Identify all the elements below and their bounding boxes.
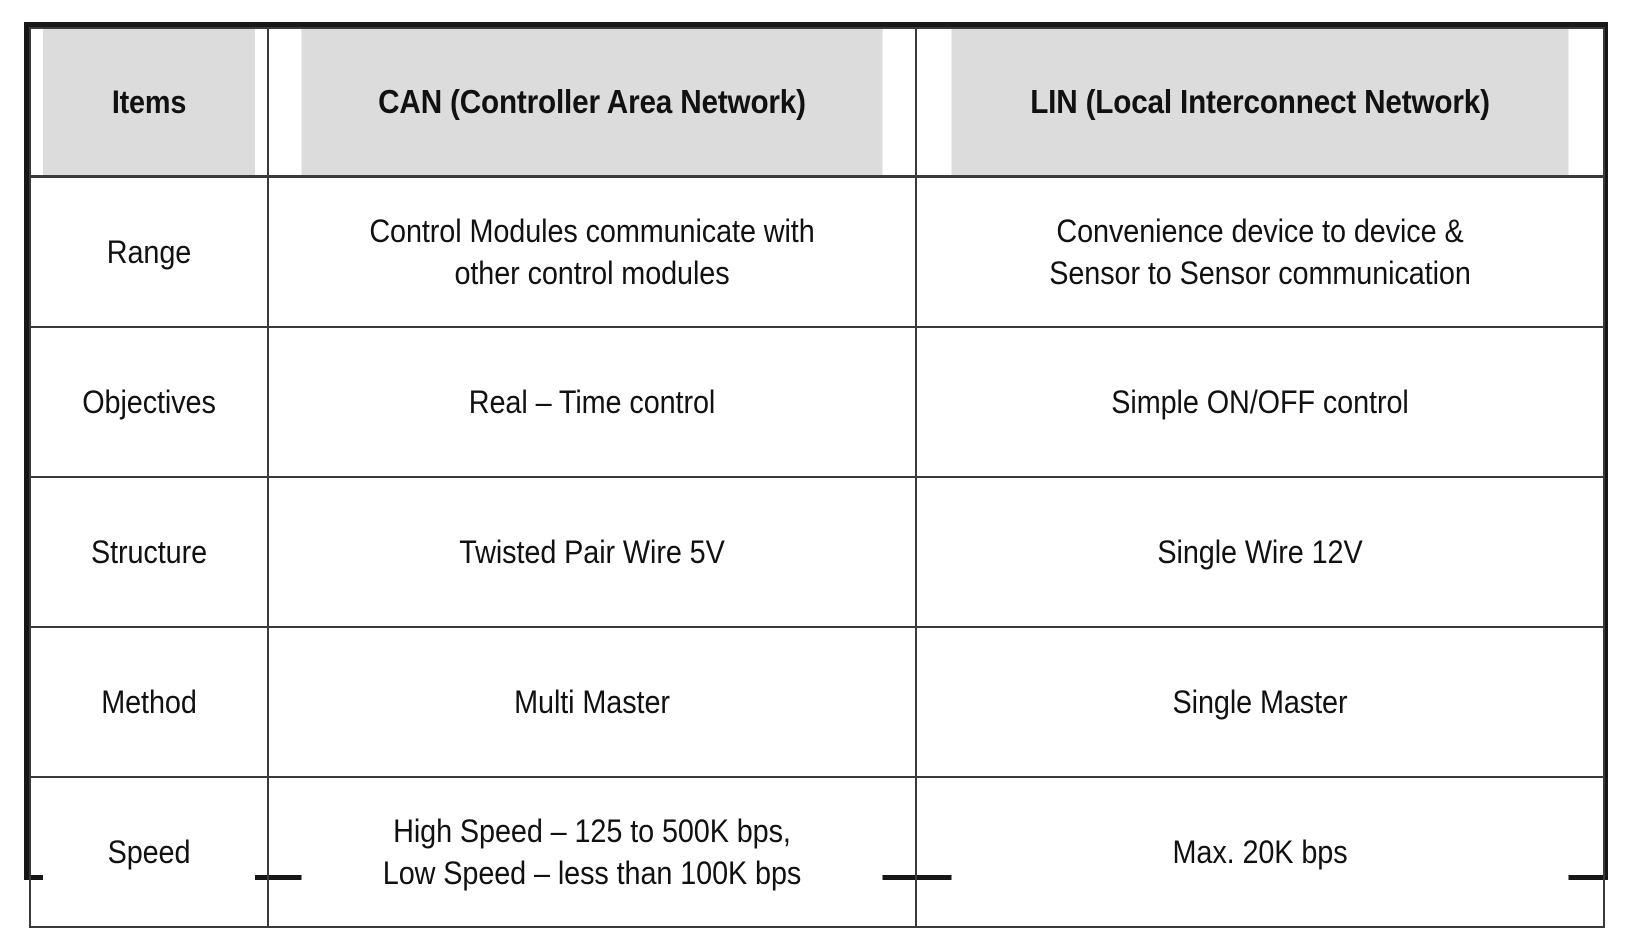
row-label-speed: Speed (41, 776, 258, 928)
column-header-lin: LIN (Local Interconnect Network) (949, 27, 1571, 178)
cell-text-line: Single Wire 12V (1157, 533, 1363, 570)
cell-can-objectives: Real – Time control (299, 326, 885, 478)
cell-can-range: Control Modules communicate with other c… (299, 175, 885, 328)
cell-text-line: Multi Master (514, 683, 670, 720)
cell-text-line: High Speed – 125 to 500K bps, (393, 812, 791, 849)
row-label-range: Range (41, 175, 258, 328)
row-label-objectives: Objectives (41, 326, 258, 478)
cell-text-line: Real – Time control (468, 383, 716, 420)
cell-lin-speed: Max. 20K bps (949, 776, 1571, 928)
cell-text-line: Convenience device to device & (1056, 212, 1464, 249)
cell-can-structure: Twisted Pair Wire 5V (299, 476, 885, 628)
cell-lin-range: Convenience device to device & Sensor to… (949, 175, 1571, 328)
table-row: Method Multi Master Single Master (30, 626, 1604, 778)
cell-can-speed: High Speed – 125 to 500K bps, Low Speed … (299, 776, 885, 928)
cell-text-line: Sensor to Sensor communication (1049, 255, 1471, 291)
cell-text-line: Control Modules communicate with (369, 212, 815, 249)
cell-lin-method: Single Master (949, 626, 1571, 778)
table-row: Objectives Real – Time control Simple ON… (30, 326, 1604, 478)
table-header: Items CAN (Controller Area Network) LIN … (30, 27, 1604, 178)
cell-text-line: Twisted Pair Wire 5V (459, 533, 725, 570)
cell-text-line: Low Speed – less than 100K bps (382, 855, 802, 891)
cell-text-line: Simple ON/OFF control (1111, 383, 1409, 420)
cell-lin-objectives: Simple ON/OFF control (949, 326, 1571, 478)
table-row: Range Control Modules communicate with o… (30, 175, 1604, 328)
cell-text-line: other control modules (454, 255, 730, 291)
row-label-structure: Structure (41, 476, 258, 628)
table-row: Speed High Speed – 125 to 500K bps, Low … (30, 776, 1604, 928)
cell-text-line: Single Master (1172, 683, 1348, 720)
table-body: Range Control Modules communicate with o… (30, 175, 1604, 928)
table-header-row: Items CAN (Controller Area Network) LIN … (30, 27, 1604, 178)
cell-lin-structure: Single Wire 12V (949, 476, 1571, 628)
row-label-method: Method (41, 626, 258, 778)
cell-can-method: Multi Master (299, 626, 885, 778)
cell-text-line: Max. 20K bps (1172, 833, 1348, 870)
comparison-table-frame: Items CAN (Controller Area Network) LIN … (24, 22, 1608, 928)
column-header-can: CAN (Controller Area Network) (299, 27, 885, 178)
table-row: Structure Twisted Pair Wire 5V Single Wi… (30, 476, 1604, 628)
column-header-items: Items (41, 27, 258, 178)
can-vs-lin-comparison-table: Items CAN (Controller Area Network) LIN … (29, 27, 1605, 928)
